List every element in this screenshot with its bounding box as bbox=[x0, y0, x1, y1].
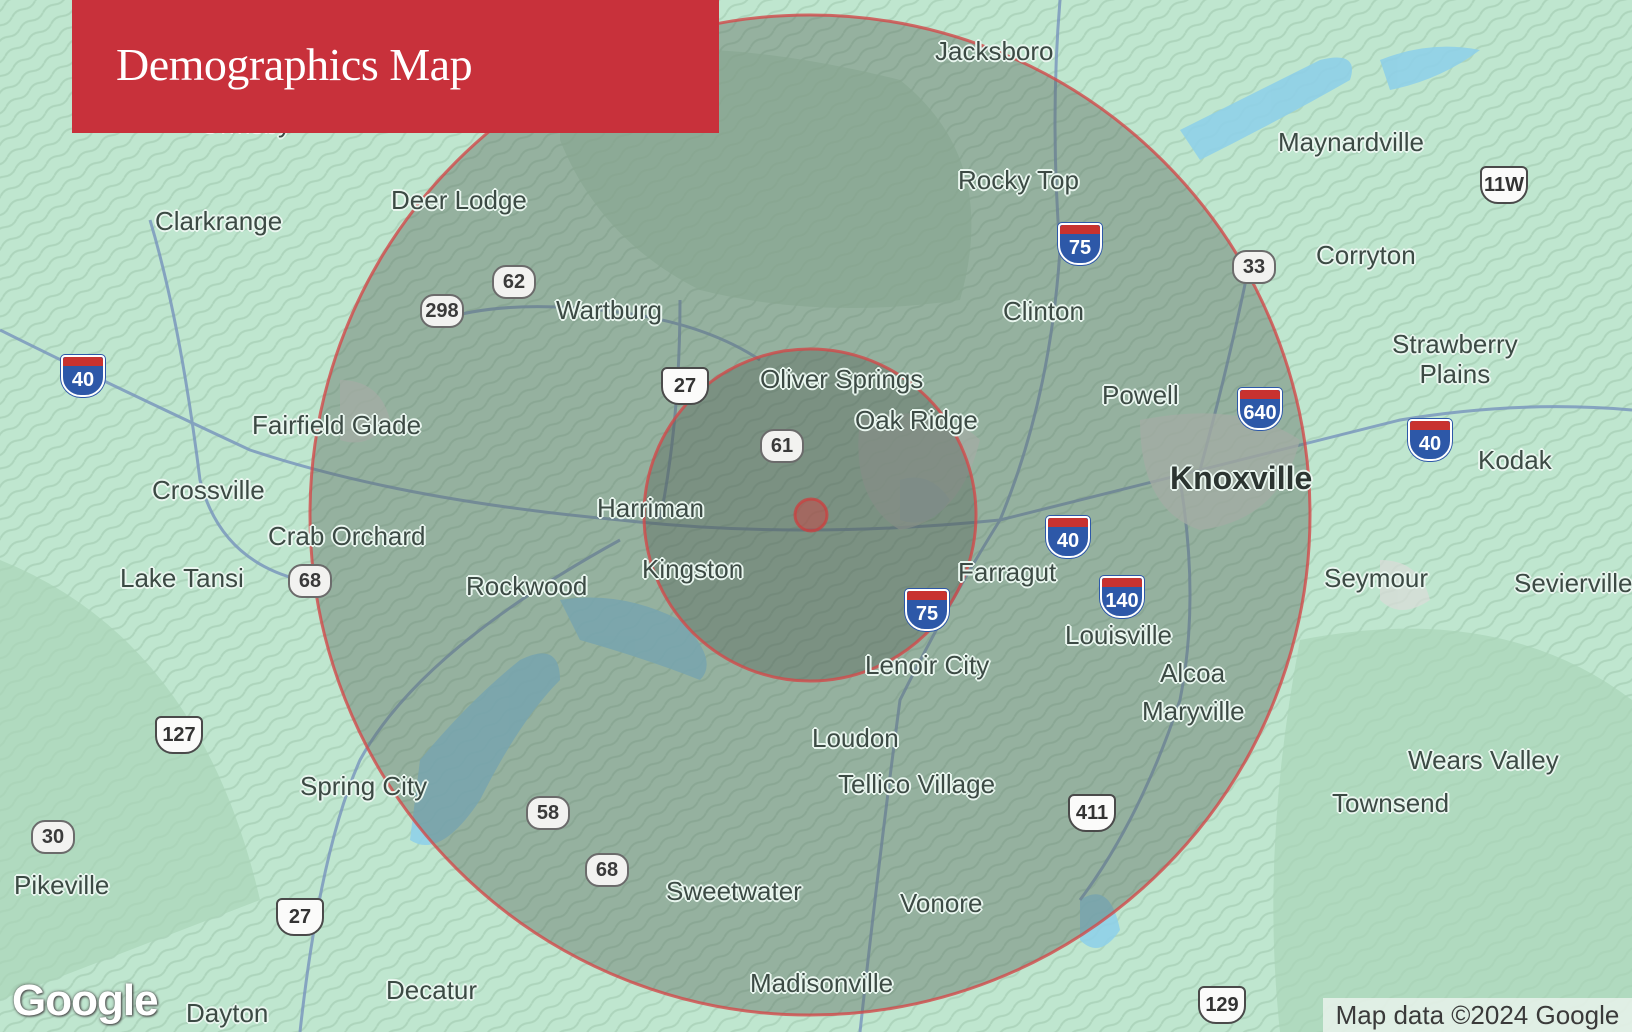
interstate-route-shield: 40 bbox=[1408, 419, 1452, 461]
us-route-shield: 127 bbox=[155, 716, 203, 754]
state-route-shield: 30 bbox=[31, 820, 75, 854]
place-label[interactable]: Dayton bbox=[186, 998, 269, 1028]
place-label[interactable]: Pikeville bbox=[14, 870, 110, 900]
place-label[interactable]: Corryton bbox=[1316, 240, 1416, 270]
interstate-route-shield: 75 bbox=[1058, 223, 1102, 265]
place-label[interactable]: Louisville bbox=[1065, 620, 1172, 650]
interstate-route-shield: 640 bbox=[1238, 388, 1282, 430]
place-label[interactable]: Lenoir City bbox=[865, 650, 990, 680]
page-title: Demographics Map bbox=[116, 39, 473, 90]
place-label[interactable]: Rockwood bbox=[466, 571, 588, 601]
place-label[interactable]: Harriman bbox=[597, 493, 704, 523]
state-route-shield: 298 bbox=[420, 294, 464, 328]
state-route-shield: 62 bbox=[492, 265, 536, 299]
place-label[interactable]: Madisonville bbox=[750, 968, 894, 998]
place-label[interactable]: Vonore bbox=[900, 888, 983, 918]
place-label[interactable]: Crossville bbox=[152, 475, 265, 505]
place-label[interactable]: Townsend bbox=[1332, 788, 1450, 818]
place-label[interactable]: Spring City bbox=[300, 771, 428, 801]
state-route-shield: 61 bbox=[760, 429, 804, 463]
interstate-route-shield: 40 bbox=[61, 355, 105, 397]
water-bodies bbox=[410, 46, 1480, 948]
us-route-shield: 27 bbox=[661, 367, 709, 405]
place-label[interactable]: Deer Lodge bbox=[391, 185, 527, 215]
place-label[interactable]: Oak Ridge bbox=[855, 405, 978, 435]
place-label[interactable]: Tellico Village bbox=[838, 769, 996, 799]
place-label[interactable]: Powell bbox=[1102, 380, 1179, 410]
interstate-route-shield: 40 bbox=[1046, 516, 1090, 558]
place-label[interactable]: Sevierville bbox=[1514, 570, 1632, 596]
inner-radius-ring[interactable] bbox=[642, 347, 978, 683]
us-route-shield: 129 bbox=[1198, 986, 1246, 1024]
map-attribution[interactable]: Map data ©2024 Google bbox=[1323, 998, 1632, 1032]
place-label[interactable]: Loudon bbox=[812, 723, 899, 753]
place-label[interactable]: Rocky Top bbox=[958, 165, 1079, 195]
state-route-shield: 68 bbox=[288, 564, 332, 598]
place-label[interactable]: Clinton bbox=[1003, 296, 1084, 326]
us-route-shield: 411 bbox=[1068, 794, 1116, 832]
place-label[interactable]: Farragut bbox=[958, 557, 1057, 587]
state-route-shield: 58 bbox=[526, 796, 570, 830]
place-label[interactable]: Crab Orchard bbox=[268, 521, 426, 551]
place-label[interactable]: Sweetwater bbox=[666, 876, 802, 906]
place-label[interactable]: Fairfield Glade bbox=[252, 410, 422, 440]
place-label[interactable]: Alcoa bbox=[1160, 658, 1226, 688]
place-label[interactable]: Clarkrange bbox=[155, 206, 283, 236]
place-label[interactable]: Kingston bbox=[642, 554, 744, 584]
center-marker[interactable] bbox=[793, 497, 829, 533]
title-banner-tab bbox=[72, 100, 106, 132]
interstate-route-shield: 140 bbox=[1100, 576, 1144, 618]
place-label[interactable]: Wartburg bbox=[556, 295, 662, 325]
interstate-route-shield: 75 bbox=[905, 589, 949, 631]
us-route-shield: 11W bbox=[1480, 166, 1528, 204]
urban-areas bbox=[340, 380, 1430, 610]
place-label[interactable]: Lake Tansi bbox=[120, 563, 244, 593]
place-label[interactable]: Knoxville bbox=[1170, 460, 1313, 496]
place-label[interactable]: Seymour bbox=[1324, 563, 1429, 593]
place-label[interactable]: Oliver Springs bbox=[760, 364, 924, 394]
state-route-shield: 33 bbox=[1232, 250, 1276, 284]
place-label[interactable]: Maynardville bbox=[1278, 127, 1424, 157]
outer-radius-ring[interactable] bbox=[308, 13, 1312, 1017]
place-label[interactable]: Decatur bbox=[386, 975, 478, 1005]
place-label[interactable]: Wears Valley bbox=[1408, 745, 1559, 775]
place-label[interactable]: Maryville bbox=[1142, 696, 1245, 726]
place-label[interactable]: Kodak bbox=[1478, 445, 1552, 475]
us-route-shield: 27 bbox=[276, 898, 324, 936]
title-banner bbox=[72, 0, 719, 133]
google-logo[interactable]: Google bbox=[12, 976, 159, 1025]
state-route-shield: 68 bbox=[585, 853, 629, 887]
place-label[interactable]: Strawberry Plains bbox=[1392, 329, 1518, 389]
place-label[interactable]: Jacksboro bbox=[935, 36, 1054, 66]
